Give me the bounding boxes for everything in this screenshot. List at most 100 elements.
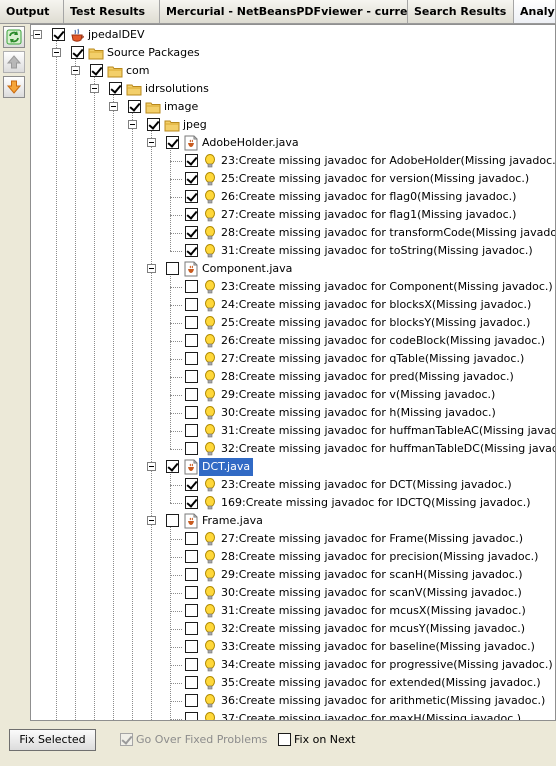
node-checkbox[interactable] xyxy=(185,586,198,599)
node-checkbox[interactable] xyxy=(185,280,198,293)
tab-analyze[interactable]: Analyze xyxy=(514,0,556,23)
fix-on-next-checkbox[interactable] xyxy=(278,732,291,746)
package-node[interactable]: image xyxy=(31,98,555,116)
node-checkbox[interactable] xyxy=(185,352,198,365)
file-node[interactable]: Frame.java xyxy=(31,512,555,530)
hint-row[interactable]: 23:Create missing javadoc for DCT(Missin… xyxy=(31,476,555,494)
node-checkbox[interactable] xyxy=(185,694,198,707)
file-node[interactable]: DCT.java xyxy=(31,458,555,476)
go-over-fixed-option[interactable]: Go Over Fixed Problems xyxy=(120,732,267,747)
node-checkbox[interactable] xyxy=(185,172,198,185)
refresh-button[interactable] xyxy=(3,26,25,48)
node-checkbox[interactable] xyxy=(90,64,103,77)
node-checkbox[interactable] xyxy=(185,226,198,239)
collapse-toggle[interactable] xyxy=(147,462,156,471)
collapse-toggle[interactable] xyxy=(33,30,42,39)
collapse-toggle[interactable] xyxy=(147,264,156,273)
hint-row[interactable]: 28:Create missing javadoc for transformC… xyxy=(31,224,555,242)
collapse-toggle[interactable] xyxy=(109,102,118,111)
hint-row[interactable]: 31:Create missing javadoc for huffmanTab… xyxy=(31,422,555,440)
node-checkbox[interactable] xyxy=(185,640,198,653)
node-checkbox[interactable] xyxy=(185,334,198,347)
node-checkbox[interactable] xyxy=(71,46,84,59)
tab-output[interactable]: Output xyxy=(0,0,64,23)
fix-selected-button[interactable]: Fix Selected xyxy=(9,729,96,751)
package-node[interactable]: Source Packages xyxy=(31,44,555,62)
hint-row[interactable]: 27:Create missing javadoc for qTable(Mis… xyxy=(31,350,555,368)
hint-row[interactable]: 27:Create missing javadoc for Frame(Miss… xyxy=(31,530,555,548)
node-checkbox[interactable] xyxy=(185,208,198,221)
hint-row[interactable]: 24:Create missing javadoc for blocksX(Mi… xyxy=(31,296,555,314)
hint-row[interactable]: 32:Create missing javadoc for mcusY(Miss… xyxy=(31,620,555,638)
hint-row[interactable]: 29:Create missing javadoc for scanH(Miss… xyxy=(31,566,555,584)
go-over-fixed-checkbox[interactable] xyxy=(120,732,133,746)
hint-row[interactable]: 31:Create missing javadoc for toString(M… xyxy=(31,242,555,260)
hint-row[interactable]: 32:Create missing javadoc for huffmanTab… xyxy=(31,440,555,458)
node-checkbox[interactable] xyxy=(185,406,198,419)
hint-row[interactable]: 23:Create missing javadoc for AdobeHolde… xyxy=(31,152,555,170)
node-checkbox[interactable] xyxy=(52,28,65,41)
node-checkbox[interactable] xyxy=(185,190,198,203)
hint-row[interactable]: 36:Create missing javadoc for arithmetic… xyxy=(31,692,555,710)
node-checkbox[interactable] xyxy=(166,262,179,275)
node-checkbox[interactable] xyxy=(185,298,198,311)
node-checkbox[interactable] xyxy=(185,550,198,563)
node-checkbox[interactable] xyxy=(185,244,198,257)
node-checkbox[interactable] xyxy=(185,388,198,401)
hint-row[interactable]: 23:Create missing javadoc for Component(… xyxy=(31,278,555,296)
node-checkbox[interactable] xyxy=(166,460,179,473)
hint-row[interactable]: 31:Create missing javadoc for mcusX(Miss… xyxy=(31,602,555,620)
hint-row[interactable]: 25:Create missing javadoc for blocksY(Mi… xyxy=(31,314,555,332)
node-checkbox[interactable] xyxy=(185,604,198,617)
collapse-toggle[interactable] xyxy=(147,138,156,147)
move-down-button[interactable] xyxy=(3,76,25,98)
node-checkbox[interactable] xyxy=(185,442,198,455)
node-checkbox[interactable] xyxy=(185,532,198,545)
node-checkbox[interactable] xyxy=(185,316,198,329)
hint-row[interactable]: 27:Create missing javadoc for flag1(Miss… xyxy=(31,206,555,224)
node-checkbox[interactable] xyxy=(185,496,198,509)
node-checkbox[interactable] xyxy=(185,370,198,383)
node-checkbox[interactable] xyxy=(185,478,198,491)
tab-test-results[interactable]: Test Results xyxy=(64,0,160,23)
node-checkbox[interactable] xyxy=(166,514,179,527)
collapse-toggle[interactable] xyxy=(52,48,61,57)
hint-row[interactable]: 33:Create missing javadoc for baseline(M… xyxy=(31,638,555,656)
collapse-toggle[interactable] xyxy=(71,66,80,75)
node-checkbox[interactable] xyxy=(185,658,198,671)
hint-row[interactable]: 34:Create missing javadoc for progressiv… xyxy=(31,656,555,674)
hint-row[interactable]: 28:Create missing javadoc for pred(Missi… xyxy=(31,368,555,386)
hint-row[interactable]: 26:Create missing javadoc for codeBlock(… xyxy=(31,332,555,350)
node-checkbox[interactable] xyxy=(185,424,198,437)
hint-row[interactable]: 30:Create missing javadoc for scanV(Miss… xyxy=(31,584,555,602)
node-checkbox[interactable] xyxy=(185,622,198,635)
project-node[interactable]: jpedalDEV xyxy=(31,26,555,44)
tab-mercurial[interactable]: Mercurial - NetBeansPDFviewer - current xyxy=(160,0,408,23)
hint-row[interactable]: 37:Create missing javadoc for maxH(Missi… xyxy=(31,710,555,720)
hint-row[interactable]: 25:Create missing javadoc for version(Mi… xyxy=(31,170,555,188)
hint-row[interactable]: 28:Create missing javadoc for precision(… xyxy=(31,548,555,566)
fix-on-next-option[interactable]: Fix on Next xyxy=(278,732,355,747)
collapse-toggle[interactable] xyxy=(147,516,156,525)
hint-row[interactable]: 169:Create missing javadoc for IDCTQ(Mis… xyxy=(31,494,555,512)
hint-row[interactable]: 29:Create missing javadoc for v(Missing … xyxy=(31,386,555,404)
node-checkbox[interactable] xyxy=(147,118,160,131)
file-node[interactable]: Component.java xyxy=(31,260,555,278)
hint-row[interactable]: 30:Create missing javadoc for h(Missing … xyxy=(31,404,555,422)
move-up-button[interactable] xyxy=(3,51,25,73)
collapse-toggle[interactable] xyxy=(90,84,99,93)
node-checkbox[interactable] xyxy=(128,100,141,113)
node-checkbox[interactable] xyxy=(185,154,198,167)
hint-row[interactable]: 26:Create missing javadoc for flag0(Miss… xyxy=(31,188,555,206)
package-node[interactable]: com xyxy=(31,62,555,80)
node-checkbox[interactable] xyxy=(109,82,122,95)
collapse-toggle[interactable] xyxy=(128,120,137,129)
package-node[interactable]: idrsolutions xyxy=(31,80,555,98)
node-checkbox[interactable] xyxy=(185,712,198,720)
hint-row[interactable]: 35:Create missing javadoc for extended(M… xyxy=(31,674,555,692)
node-checkbox[interactable] xyxy=(185,676,198,689)
node-checkbox[interactable] xyxy=(166,136,179,149)
tab-search-results[interactable]: Search Results xyxy=(408,0,514,23)
file-node[interactable]: AdobeHolder.java xyxy=(31,134,555,152)
package-node[interactable]: jpeg xyxy=(31,116,555,134)
